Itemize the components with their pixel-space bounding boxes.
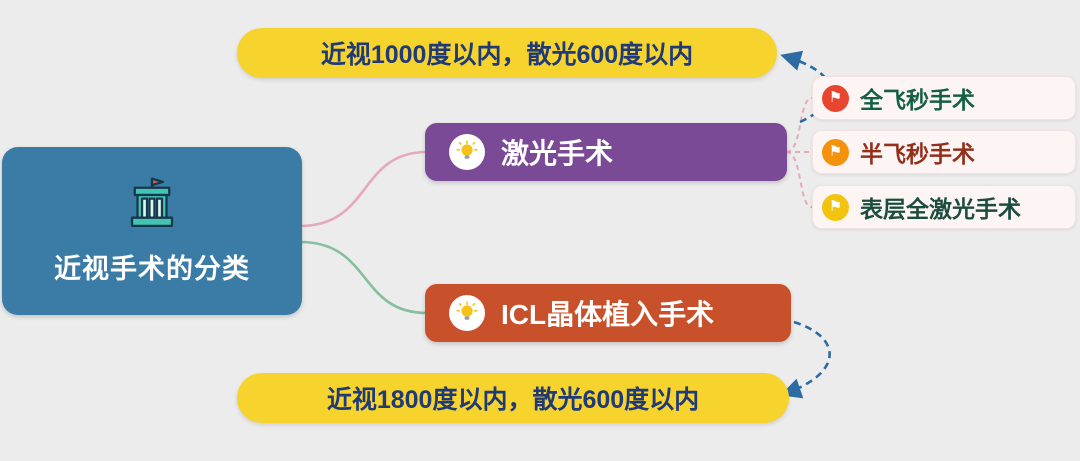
leaf-half-femtosecond[interactable]: ⚑ 半飞秒手术	[812, 130, 1076, 174]
lightbulb-icon	[449, 134, 485, 170]
leaf-full-femtosecond[interactable]: ⚑ 全飞秒手术	[812, 76, 1076, 120]
note-laser-range-label: 近视1000度以内，散光600度以内	[320, 41, 694, 69]
flag-icon: ⚑	[822, 193, 849, 221]
root-label: 近视手术的分类	[54, 254, 250, 284]
branch-laser-surgery[interactable]: 激光手术	[425, 123, 787, 181]
note-icl-range[interactable]: 近视1800度以内，散光600度以内	[237, 373, 789, 423]
leaf-label: 全飞秒手术	[860, 87, 975, 113]
note-laser-range[interactable]: 近视1000度以内，散光600度以内	[237, 28, 777, 78]
branch-laser-label: 激光手术	[501, 138, 614, 169]
branch-icl-surgery[interactable]: ICL晶体植入手术	[425, 284, 791, 342]
leaf-surface-full-laser[interactable]: ⚑ 表层全激光手术	[812, 185, 1076, 229]
branch-icl-label: ICL晶体植入手术	[501, 299, 715, 330]
leaf-label: 半飞秒手术	[860, 141, 975, 167]
leaf-label: 表层全激光手术	[860, 196, 1021, 222]
building-icon	[123, 176, 181, 239]
root-node[interactable]: 近视手术的分类	[2, 147, 302, 315]
lightbulb-icon	[449, 295, 485, 331]
flag-icon: ⚑	[822, 138, 849, 166]
flag-icon: ⚑	[822, 84, 849, 112]
note-icl-range-label: 近视1800度以内，散光600度以内	[326, 386, 700, 414]
